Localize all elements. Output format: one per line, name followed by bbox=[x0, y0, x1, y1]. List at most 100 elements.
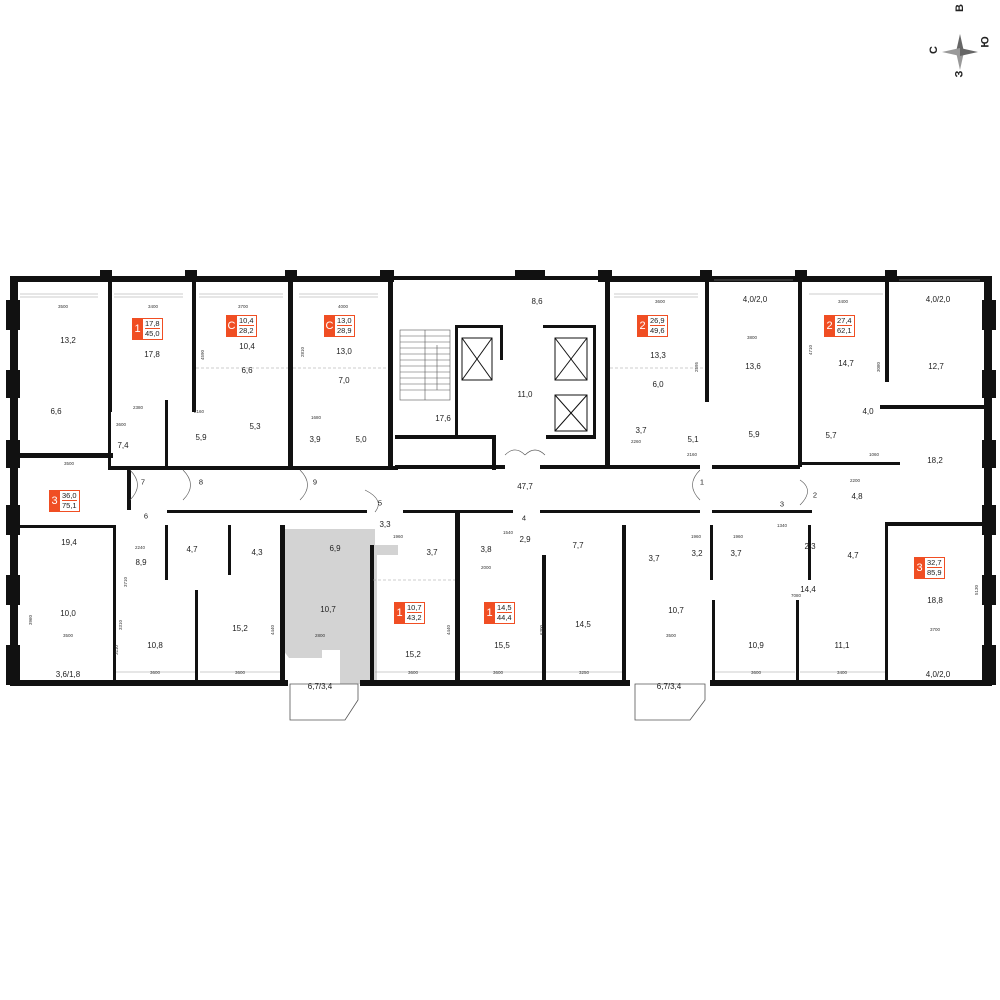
room-area-label: 8,9 bbox=[135, 558, 147, 567]
dimension-label: 1960 bbox=[392, 533, 404, 539]
door-number: 5 bbox=[377, 498, 383, 508]
dimension-label: 3710 bbox=[122, 576, 128, 588]
room-area-label: 5,1 bbox=[687, 435, 699, 444]
dimension-label: 3700 bbox=[237, 303, 249, 309]
dimension-label: 1340 bbox=[776, 522, 788, 528]
room-area-label: 4,7 bbox=[186, 545, 198, 554]
room-area-label: 13,6 bbox=[745, 362, 761, 371]
room-area-label: 5,3 bbox=[249, 422, 261, 431]
dimension-label: 3600 bbox=[234, 669, 246, 675]
apartment-total-area: 43,2 bbox=[407, 612, 422, 623]
dimension-label: 3600 bbox=[115, 421, 127, 427]
dimension-label: 3600 bbox=[407, 669, 419, 675]
room-area-label: 3,3 bbox=[379, 520, 391, 529]
dimension-label: 2380 bbox=[132, 404, 144, 410]
room-area-label: 10,4 bbox=[239, 342, 255, 351]
apartment-rooms: 1 bbox=[484, 602, 495, 624]
apartment-rooms: С bbox=[226, 315, 237, 337]
room-area-label: 14,7 bbox=[838, 359, 854, 368]
dimension-label: 3600 bbox=[149, 669, 161, 675]
room-area-label: 15,5 bbox=[494, 641, 510, 650]
room-area-label: 7,0 bbox=[338, 376, 350, 385]
corridor-area-label: 47,7 bbox=[517, 482, 533, 491]
door-number: 6 bbox=[143, 511, 149, 521]
dimension-label: 1960 bbox=[690, 533, 702, 539]
room-area-label: 3,7 bbox=[648, 554, 660, 563]
dimension-label: 3600 bbox=[654, 298, 666, 304]
bay-windows bbox=[289, 683, 706, 721]
selected-apartment-highlight bbox=[283, 529, 398, 684]
dimension-label: 2810 bbox=[299, 346, 305, 358]
room-area-label: 3,8 bbox=[480, 545, 492, 554]
dimension-label: 1540 bbox=[502, 529, 514, 535]
dimension-label: 2260 bbox=[630, 438, 642, 444]
room-area-label: 3,6/1,8 bbox=[55, 670, 81, 679]
dimension-label: 1960 bbox=[732, 533, 744, 539]
room-area-label: 18,2 bbox=[927, 456, 943, 465]
dimension-label: 2160 bbox=[193, 408, 205, 414]
windows bbox=[20, 279, 980, 673]
room-area-label: 13,2 bbox=[60, 336, 76, 345]
apartment-living-area: 17,8 bbox=[145, 319, 160, 328]
apartment-total-area: 28,2 bbox=[239, 325, 254, 336]
balcony-area-label: 4,0/2,0 bbox=[925, 670, 951, 679]
room-area-label: 10,7 bbox=[668, 606, 684, 615]
dimension-label: 3400 bbox=[837, 298, 849, 304]
room-area-label: 4,3 bbox=[251, 548, 263, 557]
dimension-label: 4000 bbox=[337, 303, 349, 309]
room-area-label: 4,0/2,0 bbox=[742, 295, 768, 304]
door-number: 4 bbox=[521, 513, 527, 523]
room-area-label: 13,3 bbox=[650, 351, 666, 360]
dimension-label: 3110 bbox=[113, 645, 119, 655]
apartment-total-area: 75,1 bbox=[62, 500, 77, 511]
apartment-total-area: 45,0 bbox=[145, 328, 160, 339]
room-area-label: 7,4 bbox=[117, 441, 129, 450]
compass-rose: С В Ю З bbox=[928, 4, 998, 82]
room-area-label: 5,7 bbox=[825, 431, 837, 440]
room-area-label: 6,6 bbox=[241, 366, 253, 375]
dimension-label: 3500 bbox=[665, 632, 677, 638]
room-area-label: 5,0 bbox=[355, 435, 367, 444]
room-area-label: 2,3 bbox=[804, 542, 816, 551]
dimension-label: 3800 bbox=[746, 334, 758, 340]
room-area-label: 5,9 bbox=[195, 433, 207, 442]
room-area-label: 3,9 bbox=[309, 435, 321, 444]
dimension-label: 4440 bbox=[445, 624, 451, 636]
apartment-living-area: 27,4 bbox=[837, 316, 852, 325]
dimension-label: 3400 bbox=[147, 303, 159, 309]
apartment-rooms: 3 bbox=[49, 490, 60, 512]
room-area-label: 10,8 bbox=[147, 641, 163, 650]
dimension-label: 2200 bbox=[849, 477, 861, 483]
apartment-total-area: 49,6 bbox=[650, 325, 665, 336]
dimension-label: 2000 bbox=[480, 564, 492, 570]
apartment-rooms: 2 bbox=[824, 315, 835, 337]
apartment-total-area: 62,1 bbox=[837, 325, 852, 336]
dimension-label: 3600 bbox=[492, 669, 504, 675]
room-area-label: 19,4 bbox=[61, 538, 77, 547]
dimension-label: 3400 bbox=[836, 669, 848, 675]
room-area-label: 4,7 bbox=[847, 551, 859, 560]
apartment-rooms: 1 bbox=[394, 602, 405, 624]
apartment-living-area: 13,0 bbox=[337, 316, 352, 325]
room-area-label: 4,0/2,0 bbox=[925, 295, 951, 304]
apartment-rooms: 2 bbox=[637, 315, 648, 337]
door-arcs bbox=[129, 449, 808, 513]
room-area-label: 13,0 bbox=[336, 347, 352, 356]
dimension-label: 3310 bbox=[117, 619, 123, 631]
compass-west: З bbox=[953, 70, 966, 78]
room-area-label: 3,7 bbox=[635, 426, 647, 435]
room-area-label: 18,8 bbox=[927, 596, 943, 605]
zone-lines bbox=[196, 367, 705, 581]
dimension-label: 4590 bbox=[199, 349, 205, 361]
outer-walls bbox=[6, 270, 996, 686]
